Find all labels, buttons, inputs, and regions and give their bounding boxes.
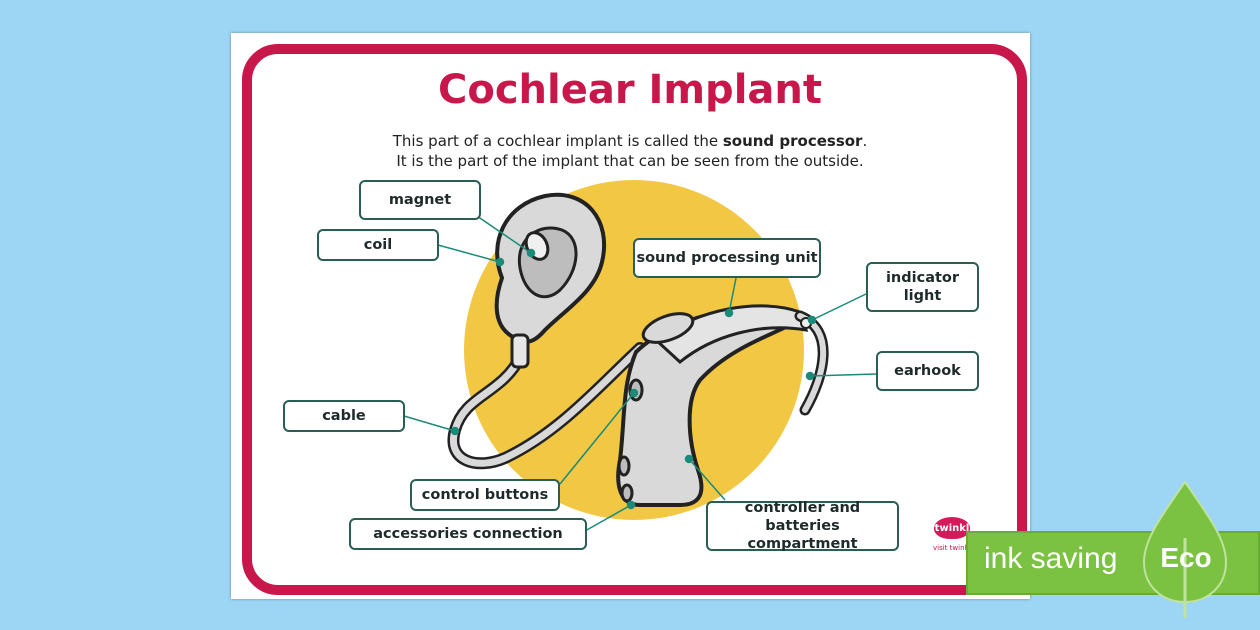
dot-indicator (807, 315, 817, 325)
leader-indicator (811, 293, 867, 321)
label-accessories-connection: accessories connection (349, 518, 587, 550)
dot-accessories (626, 500, 636, 510)
label-magnet: magnet (359, 180, 481, 220)
label-earhook: earhook (876, 351, 979, 391)
dot-magnet (526, 248, 536, 258)
dot-earhook (805, 371, 815, 381)
intro-line-2: It is the part of the implant that can b… (396, 152, 864, 170)
cable-inner (449, 344, 644, 467)
label-controller-batteries: controller and batteries compartment (706, 500, 899, 552)
poster-title: Cochlear Implant (437, 67, 822, 113)
label-cable: cable (283, 400, 405, 432)
label-coil: coil (317, 229, 439, 261)
dot-coil (495, 257, 505, 267)
dot-controller (684, 454, 694, 464)
dot-sound-unit (724, 308, 734, 318)
headpiece-plug (510, 333, 530, 369)
twinkl-logo[interactable]: twinkl (934, 517, 970, 539)
label-indicator-light: indicator light (866, 262, 979, 312)
leader-controller (688, 458, 726, 501)
leader-magnet (473, 213, 532, 254)
leader-sound-unit (728, 277, 737, 314)
leader-coil (437, 244, 501, 263)
leader-earhook (809, 373, 877, 377)
eco-badge-text: Eco (1160, 542, 1212, 573)
accessory-port-upper (617, 455, 631, 477)
eco-ink-saving-text: ink saving (984, 542, 1118, 575)
twinkl-url[interactable]: visit twinkl.com (933, 544, 988, 552)
label-sound-processing-unit: sound processing unit (633, 238, 821, 278)
intro-line-1-start: This part of a cochlear implant is calle… (392, 132, 723, 150)
accessory-port-lower (620, 483, 634, 503)
label-control-buttons: control buttons (410, 479, 560, 511)
leader-control (559, 392, 635, 485)
dot-cable (450, 426, 460, 436)
intro-line-1-bold: sound processor (722, 132, 863, 150)
processor-connector (641, 312, 695, 344)
intro-line-1: This part of a cochlear implant is calle… (0, 132, 1260, 150)
leader-cable (403, 415, 456, 432)
leader-accessories (584, 504, 632, 532)
dot-control (629, 388, 639, 398)
leaf-drop-icon (1142, 480, 1228, 618)
intro-line-1-end: . (862, 132, 868, 150)
